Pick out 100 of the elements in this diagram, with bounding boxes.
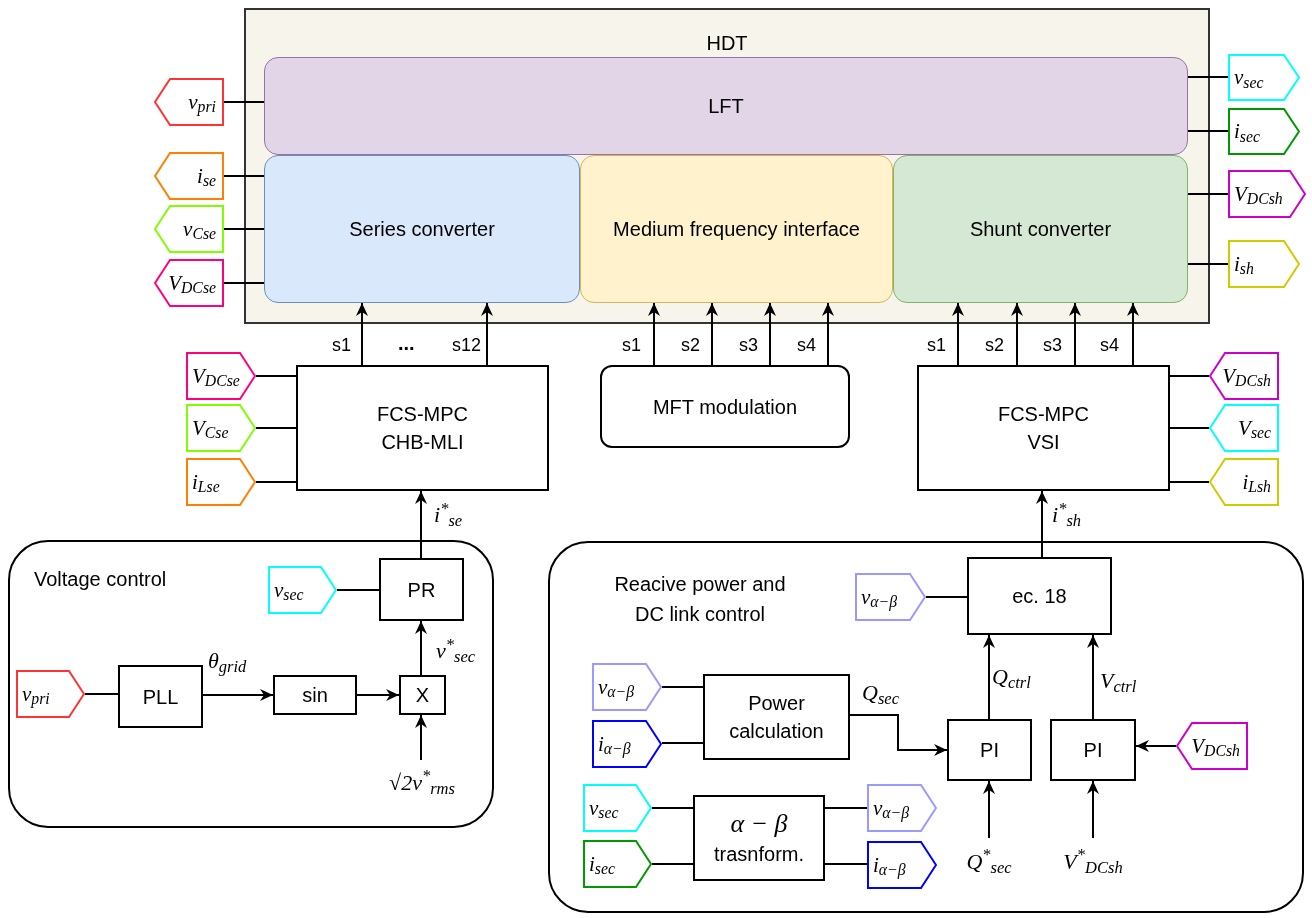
- arrow: [1036, 490, 1048, 558]
- signal-label: V$_{DCse}$: [192, 365, 241, 387]
- process-block: [399, 675, 446, 715]
- arrow: [648, 302, 660, 366]
- signal-tag: [867, 784, 937, 832]
- signal-label: V$_{DCsh}$: [1234, 183, 1284, 205]
- arrow: [1135, 740, 1177, 752]
- signal-tag: [268, 566, 337, 614]
- block-label: sin: [302, 683, 328, 708]
- process-block: [600, 365, 850, 448]
- signal-label: v$_{sec}$: [1234, 67, 1265, 88]
- block-label: MFT modulation: [652, 394, 798, 420]
- signal-label: v$_{Cse}$: [182, 218, 216, 240]
- signal-label: i$_{sh}$: [1234, 253, 1255, 275]
- signal-tag: [154, 152, 224, 200]
- signal-tag: [1209, 458, 1279, 506]
- process-block: [967, 557, 1112, 635]
- arrow: [415, 490, 427, 559]
- signal-tag: [592, 720, 662, 768]
- arrow: [764, 302, 776, 366]
- arrow: [415, 620, 427, 676]
- block-label: Power calculation: [728, 691, 825, 744]
- signal-tag: [855, 573, 926, 621]
- signal-label: V$_{DCse}$: [167, 272, 216, 294]
- control-group-panel: [548, 541, 1304, 913]
- signal-tag: [154, 78, 224, 126]
- edge-label: s1: [927, 335, 946, 355]
- process-block: [917, 365, 1170, 491]
- signal-label: V$_{sec}$: [1237, 417, 1271, 439]
- connector-line: [661, 742, 704, 744]
- block-label: FCS-MPC: [376, 402, 469, 427]
- signal-label: V$_{DCsh}$: [1190, 735, 1240, 757]
- signal-tag: [186, 352, 256, 400]
- connector-line: [336, 589, 380, 591]
- signal-label: i$_{sec}$: [1234, 121, 1261, 142]
- block-label: PI: [1083, 738, 1103, 763]
- edge-label: s1: [622, 335, 641, 355]
- connector-line: [661, 686, 704, 688]
- connector-line: [255, 375, 297, 377]
- arrow: [1127, 302, 1139, 366]
- signal-tag: [186, 458, 256, 506]
- connector-line: [1169, 481, 1210, 483]
- signal-tag: [583, 840, 652, 888]
- process-block: [693, 795, 825, 881]
- signal-label: i$_{sec}$: [589, 853, 616, 875]
- connector-line: [255, 481, 297, 483]
- signal-tag: [154, 259, 224, 307]
- block-label: ec. 18: [1012, 584, 1067, 609]
- edge-label: s12: [452, 335, 482, 355]
- block-label: X: [415, 683, 430, 708]
- arrow: [822, 302, 834, 366]
- connector-line: [1187, 76, 1229, 78]
- signal-tag: [1228, 108, 1300, 155]
- arrow: [952, 302, 964, 366]
- connector-line: [223, 282, 265, 284]
- process-block: [703, 674, 850, 760]
- signal-tag: [186, 404, 256, 452]
- block-label: PR: [407, 577, 436, 603]
- converter-block: [264, 57, 1188, 155]
- ellipsis-label: ...: [398, 332, 415, 354]
- connector-line: [1187, 130, 1229, 132]
- signal-tag: [583, 784, 652, 832]
- block-label: Medium frequency interface: [613, 217, 860, 242]
- connector-line: [651, 863, 694, 865]
- arrow: [481, 302, 493, 366]
- connector-line: [223, 101, 265, 103]
- arrow: [415, 714, 427, 761]
- edge-label: s1: [332, 335, 351, 355]
- signal-tag: [154, 205, 224, 253]
- arrow: [1011, 302, 1023, 366]
- arrow: [983, 780, 995, 839]
- block-label: FCS-MPC: [997, 402, 1090, 427]
- arrow: [849, 714, 948, 756]
- process-block: [379, 558, 464, 621]
- arrow: [983, 634, 995, 720]
- group-title: Voltage control: [34, 567, 167, 592]
- edge-label: s2: [985, 335, 1004, 355]
- signal-tag: [1209, 352, 1279, 400]
- signal-label: i$_{se}$: [196, 165, 216, 187]
- block-label: PLL: [142, 684, 179, 710]
- connector-line: [824, 807, 868, 809]
- block-label: Shunt converter: [969, 217, 1112, 242]
- edge-label: Q$_{ctrl}$: [992, 664, 1031, 689]
- arrow: [202, 689, 274, 701]
- arrow: [356, 689, 400, 701]
- edge-label: V$_{ctrl}$: [1100, 668, 1137, 693]
- process-block: [273, 675, 357, 715]
- converter-block: [893, 155, 1188, 303]
- converter-block: [580, 155, 893, 303]
- arrow: [1087, 780, 1099, 839]
- signal-tag: [1228, 170, 1306, 218]
- connector-line: [1187, 193, 1229, 195]
- arrow: [356, 302, 368, 366]
- frame-title: HDT: [706, 31, 748, 56]
- connector-line: [1169, 375, 1210, 377]
- block-label: PI: [980, 738, 999, 763]
- connector-line: [84, 693, 119, 695]
- process-block: [118, 665, 203, 728]
- connector-line: [1169, 427, 1210, 429]
- block-label: LFT: [708, 94, 744, 119]
